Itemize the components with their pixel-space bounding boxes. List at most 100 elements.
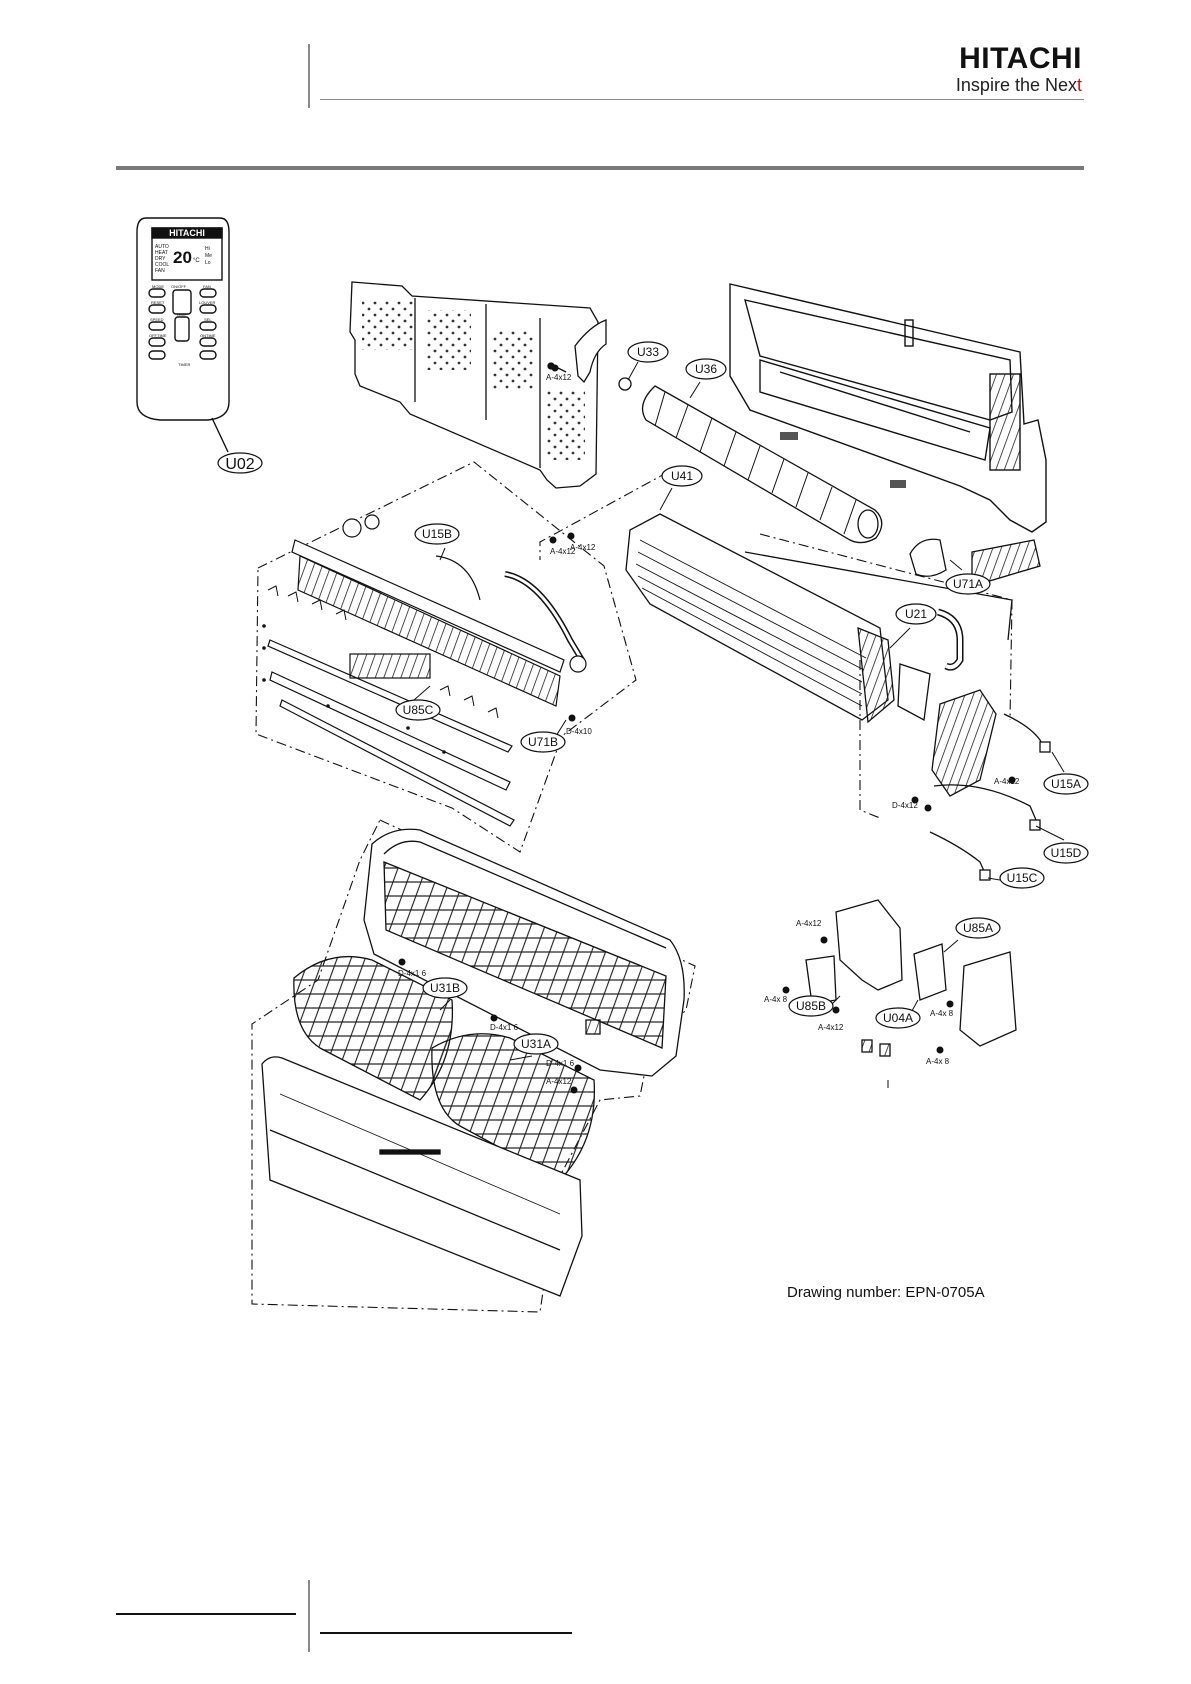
remote-temp: 20 [173,248,192,267]
fan-motor [909,538,1041,583]
header-rule [320,99,1084,100]
callout-oval-u15a [1043,773,1089,795]
callout-u85b: U85B [796,999,826,1013]
screw-label-2: A-4x12 [550,547,576,556]
callout-oval-u31a [513,1033,559,1055]
screw-label-10: A-4x 8 [930,1009,954,1018]
logo-slogan: Inspire the Next [956,74,1082,96]
back-chassis [729,283,1047,533]
remote-btn-ontime: ONTIME [200,333,216,338]
callout-oval-u15b [414,523,460,545]
callout-oval-u85c [395,699,441,721]
remote-btn-temp: TEMP [176,312,187,317]
remote-btn-sel: SEL [204,317,212,322]
callout-u21: U21 [905,607,927,621]
slogan-main: Inspire the Nex [955,75,1077,95]
remote-btn-louver: LOUVER [199,300,216,305]
callout-u15a: U15A [1051,777,1081,791]
mounting-plate [349,281,599,489]
screw-label-5: A-4x12 [994,777,1020,786]
callout-oval-u41 [661,465,703,487]
screw-label-8: A-4x 8 [764,995,788,1004]
remote-fan-me: Me [205,253,212,259]
remote-btn-timer: TIMER [178,362,191,367]
callout-ovals [217,341,1089,1055]
callout-u15b: U15B [422,527,452,541]
drain-pan-assembly [262,514,587,827]
callout-u71b: U71B [528,735,558,749]
screw-label-14: D-4x1 6 [546,1059,575,1068]
remote-btn-fan: FAN [203,284,211,289]
screw-label-13: D-4x1 6 [490,1023,519,1032]
footer-right-rule [320,1632,572,1634]
crossflow-fan [641,385,883,544]
callout-u31a: U31A [521,1037,551,1051]
callout-u33: U33 [637,345,659,359]
header-divider [308,44,310,108]
remote-mode-fan: FAN [155,268,165,274]
air-filter-right [431,1033,596,1181]
callout-oval-u31b [422,977,468,999]
callout-u31b: U31B [430,981,460,995]
heat-exchanger [625,513,1013,724]
section-rule [116,166,1084,170]
front-cover-panel [261,1056,583,1297]
callout-oval-u15d [1043,842,1089,864]
callout-oval-u85a [955,917,1001,939]
remote-btn-reset: RESET [151,300,165,305]
control-box-cover [897,663,1051,881]
remote-unit: °C [193,258,200,264]
remote-mode-heat: HEAT [155,250,168,256]
remote-controller [136,217,230,453]
remote-btn-onoff: ON/OFF [171,284,187,289]
drawing-number: Drawing number: EPN-0705A [787,1284,985,1301]
footer-left-rule [116,1613,296,1615]
screw-label-1: A-4x12 [546,373,572,382]
callout-oval-u71b [520,731,566,753]
callout-u85a: U85A [963,921,993,935]
screw-label-12: D-4x1 6 [398,969,427,978]
logo-brand: HITACHI [959,42,1082,75]
callout-oval-u02 [217,452,263,474]
remote-fan-hi: Hi [205,246,210,252]
screw-label-15: A-4x12 [546,1077,572,1086]
slogan-accent: t [1076,75,1082,95]
callout-oval-u15c [999,867,1045,889]
footer-divider [308,1580,310,1652]
fan-bracket [547,319,632,391]
remote-fan-lo: Lo [205,260,211,266]
remote-btn-offtime: OFFTIME [149,333,167,338]
screw-labels: A-4x12 A-4x12 A-4x12 D-4x10 A-4x12 D-4x1… [398,373,1020,1086]
remote-mode-auto: AUTO [155,244,169,250]
callout-u41: U41 [671,469,693,483]
remote-btn-mode: MODE [152,284,164,289]
screw-label-4: D-4x10 [566,727,592,736]
callout-oval-u85b [788,995,834,1017]
remote-labels: HITACHI AUTO HEAT DRY COOL FAN 20 °C Hi … [149,228,216,367]
control-box-parts [805,899,1017,1088]
screw-label-7: A-4x12 [796,919,822,928]
remote-brand: HITACHI [169,228,205,238]
screw-label-6: D-4x12 [892,801,918,810]
remote-mode-cool: COOL [155,262,169,268]
callout-u02: U02 [225,456,254,473]
callout-u15c: U15C [1007,871,1038,885]
screw-label-11: A-4x 8 [926,1057,950,1066]
screw-label-9: A-4x12 [818,1023,844,1032]
callout-oval-u21 [895,603,937,625]
leader-lines [413,361,1065,1061]
callout-oval-u33 [627,341,669,363]
remote-mode-dry: DRY [155,256,166,262]
remote-btn-speed: SPEED [150,317,164,322]
callout-oval-u04a [875,1007,921,1029]
callout-oval-u36 [685,358,727,380]
callout-labels: U02 U33 U36 U41 U15B U71A U21 U85C U71B … [225,345,1081,1051]
front-grille-assembly [363,828,685,1077]
screw-label-3: A-4x12 [570,543,596,552]
callout-u71a: U71A [953,577,983,591]
callout-u85c: U85C [403,703,434,717]
hitachi-logo: HITACHI Inspire the Next [956,44,1082,96]
callout-u15d: U15D [1051,846,1082,860]
callout-oval-u71a [945,573,991,595]
